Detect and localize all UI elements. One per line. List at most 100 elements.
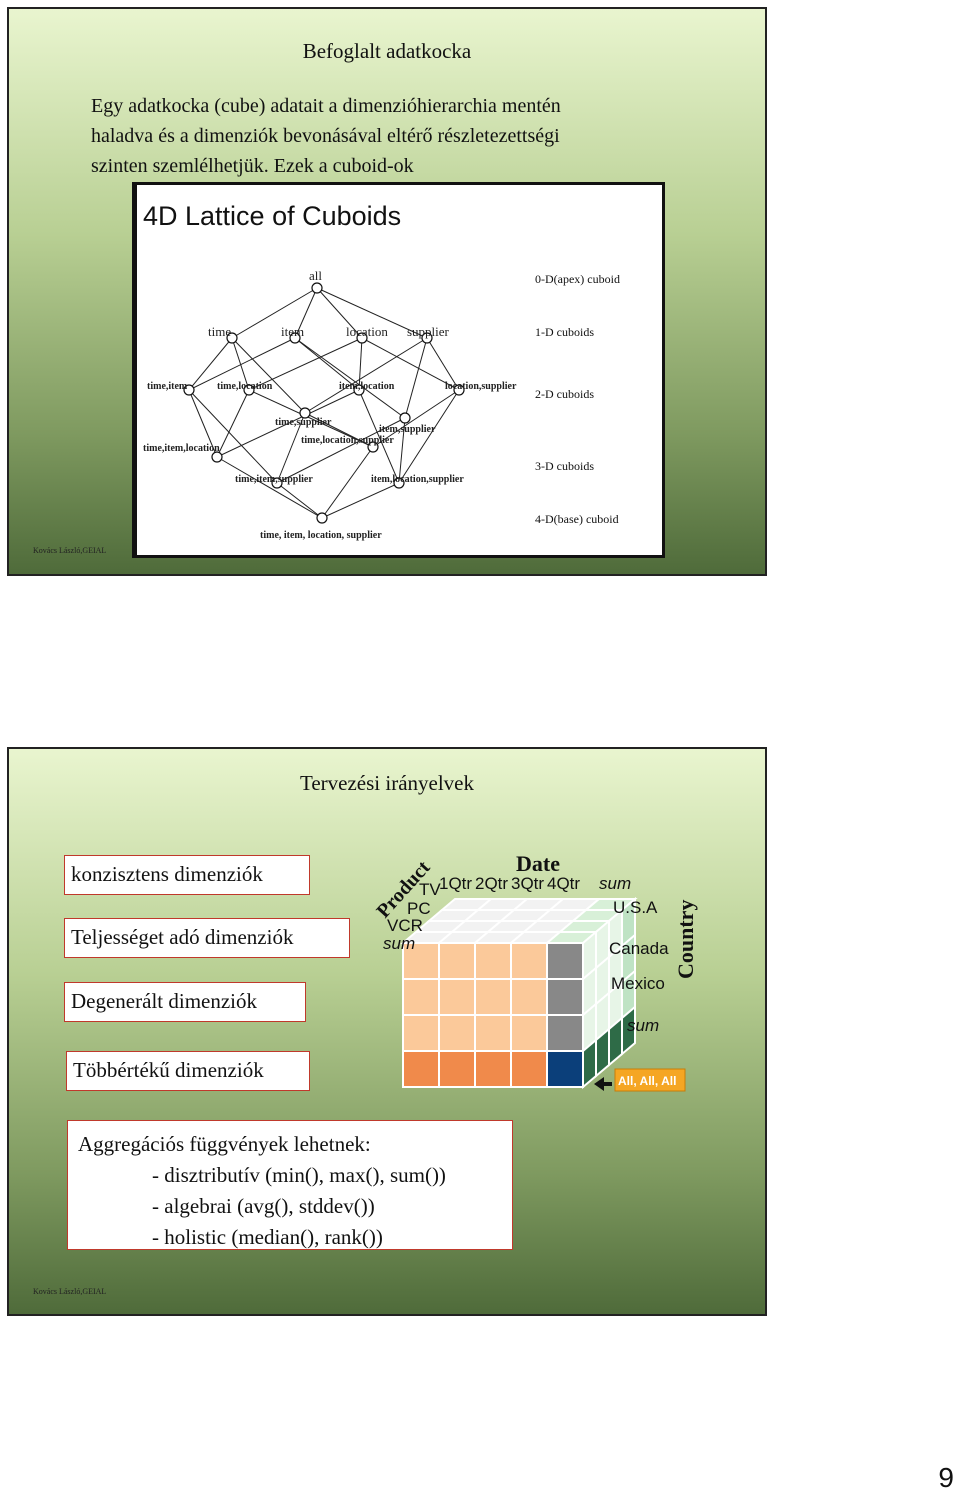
corner-label: All, All, All <box>618 1074 676 1088</box>
lattice-node-label: time,item <box>147 381 188 392</box>
lattice-node <box>226 332 238 344</box>
box-consistent-dimensions: konzisztens dimenziók <box>64 855 310 895</box>
lattice-edge <box>316 287 428 339</box>
lattice-node-label: time <box>208 324 231 339</box>
aggregation-functions-box: Aggregációs függvények lehetnek: - diszt… <box>67 1120 513 1250</box>
lattice-title: 4D Lattice of Cuboids <box>143 201 401 231</box>
cube-front-cell <box>438 978 476 1016</box>
lattice-edge <box>216 456 323 519</box>
lattice-node-label: time,location <box>217 381 273 392</box>
lattice-node-label: item <box>281 324 304 339</box>
slide-1-title: Befoglalt adatkocka <box>302 39 472 63</box>
cube-front-cell <box>474 1014 512 1052</box>
cube-svg: Date Product Country 1Qtr 2Qtr 3Qtr 4Qtr… <box>372 851 698 1092</box>
product-item-pc: PC <box>407 899 431 918</box>
lattice-node-label: supplier <box>407 324 450 339</box>
cube-front-cell <box>402 978 440 1016</box>
slide-1-intro: Egy adatkocka (cube) adatait a dimenzióh… <box>91 91 731 181</box>
lattice-edge <box>216 389 360 458</box>
lattice-edge <box>304 337 428 414</box>
lattice-edge <box>188 337 296 391</box>
date-item-3qtr: 3Qtr <box>511 874 544 893</box>
cube-front-cell <box>438 1014 476 1052</box>
lattice-edge <box>358 337 363 391</box>
lattice-node <box>183 384 195 396</box>
aggregation-item-holistic: - holistic (median(), rank()) <box>152 1225 383 1249</box>
lattice-node-label: time,item,supplier <box>235 474 313 485</box>
date-item-4qtr: 4Qtr <box>547 874 580 893</box>
box-complete-dimensions: Teljességet adó dimenziók <box>64 918 350 958</box>
lattice-edge <box>358 389 400 484</box>
product-item-sum: sum <box>383 934 415 953</box>
cube-front-cell <box>402 1050 440 1088</box>
lattice-node <box>356 332 368 344</box>
lattice-node-label: time,item,location <box>143 443 220 454</box>
slide-2-title: Tervezési irányelvek <box>299 771 475 795</box>
lattice-edge <box>398 417 406 484</box>
date-item-sum: sum <box>599 874 631 893</box>
level-label-0d: 0-D(apex) cuboid <box>535 272 620 286</box>
date-item-1qtr: 1Qtr <box>439 874 472 893</box>
lattice-edge <box>276 417 406 484</box>
cube-front-cell <box>510 942 548 980</box>
cube-front-cell <box>510 978 548 1016</box>
lattice-node-label: item,location <box>339 381 395 392</box>
lattice-edge <box>372 389 460 448</box>
cube-front-cell <box>546 1050 584 1088</box>
lattice-node-label: location,supplier <box>445 381 517 392</box>
lattice-node <box>353 384 365 396</box>
lattice-edge <box>248 389 374 448</box>
lattice-node-label: item,location,supplier <box>371 474 464 485</box>
lattice-node <box>271 477 283 489</box>
level-label-1d: 1-D cuboids <box>535 325 594 339</box>
lattice-edges <box>188 287 460 519</box>
lattice-node <box>311 282 323 294</box>
cube-front-cell <box>474 942 512 980</box>
lattice-edge <box>294 287 318 339</box>
lattice-node-label: time, item, location, supplier <box>260 530 382 541</box>
lattice-node <box>299 407 311 419</box>
lattice-edge <box>231 287 318 339</box>
cube-front-cell <box>546 942 584 980</box>
lattice-edge <box>231 337 250 391</box>
cube-front-cell <box>402 1014 440 1052</box>
lattice-edge <box>294 337 406 419</box>
aggregation-item-algebraic: - algebrai (avg(), stddev()) <box>152 1194 375 1218</box>
date-item-2qtr: 2Qtr <box>475 874 508 893</box>
lattice-edge <box>404 337 428 419</box>
slide-2: Tervezési irányelvek konzisztens dimenzi… <box>7 747 767 1316</box>
cube-front-cell <box>546 978 584 1016</box>
box-multivalued-dimensions: Többértékű dimenziók <box>66 1051 310 1091</box>
cube-front-cell <box>546 1014 584 1052</box>
lattice-node <box>393 477 405 489</box>
data-cube-figure: Date Product Country 1Qtr 2Qtr 3Qtr 4Qtr… <box>361 839 701 1109</box>
lattice-edge <box>316 287 363 339</box>
slide-1-footer: Kovács László,GEIAL <box>33 546 107 555</box>
lattice-edge <box>188 389 218 458</box>
country-item-usa: U.S.A <box>613 898 658 917</box>
intro-line-3: szinten szemlélhetjük. Ezek a cuboid-ok <box>91 155 414 177</box>
lattice-node-label: item,supplier <box>379 424 436 435</box>
cube-date-label: Date <box>516 851 560 876</box>
arrow-left-icon <box>594 1077 612 1091</box>
level-label-3d: 3-D cuboids <box>535 459 594 473</box>
corner-label-badge <box>614 1068 686 1092</box>
corner-marker: All, All, All <box>594 1068 686 1092</box>
lattice-edge <box>276 412 306 484</box>
lattice-node <box>367 441 379 453</box>
lattice-edge <box>304 412 374 448</box>
lattice-node-label: location <box>346 324 388 339</box>
lattice-edge <box>216 389 250 458</box>
lattice-node <box>399 412 411 424</box>
lattice-edge <box>426 337 460 391</box>
lattice-edge <box>398 389 460 484</box>
lattice-edge <box>361 337 460 391</box>
lattice-node <box>316 512 328 524</box>
cube-side-cell <box>621 1004 636 1057</box>
cube-front-cell <box>438 942 476 980</box>
lattice-node-label: time,supplier <box>275 417 332 428</box>
lattice-edge <box>188 389 278 484</box>
